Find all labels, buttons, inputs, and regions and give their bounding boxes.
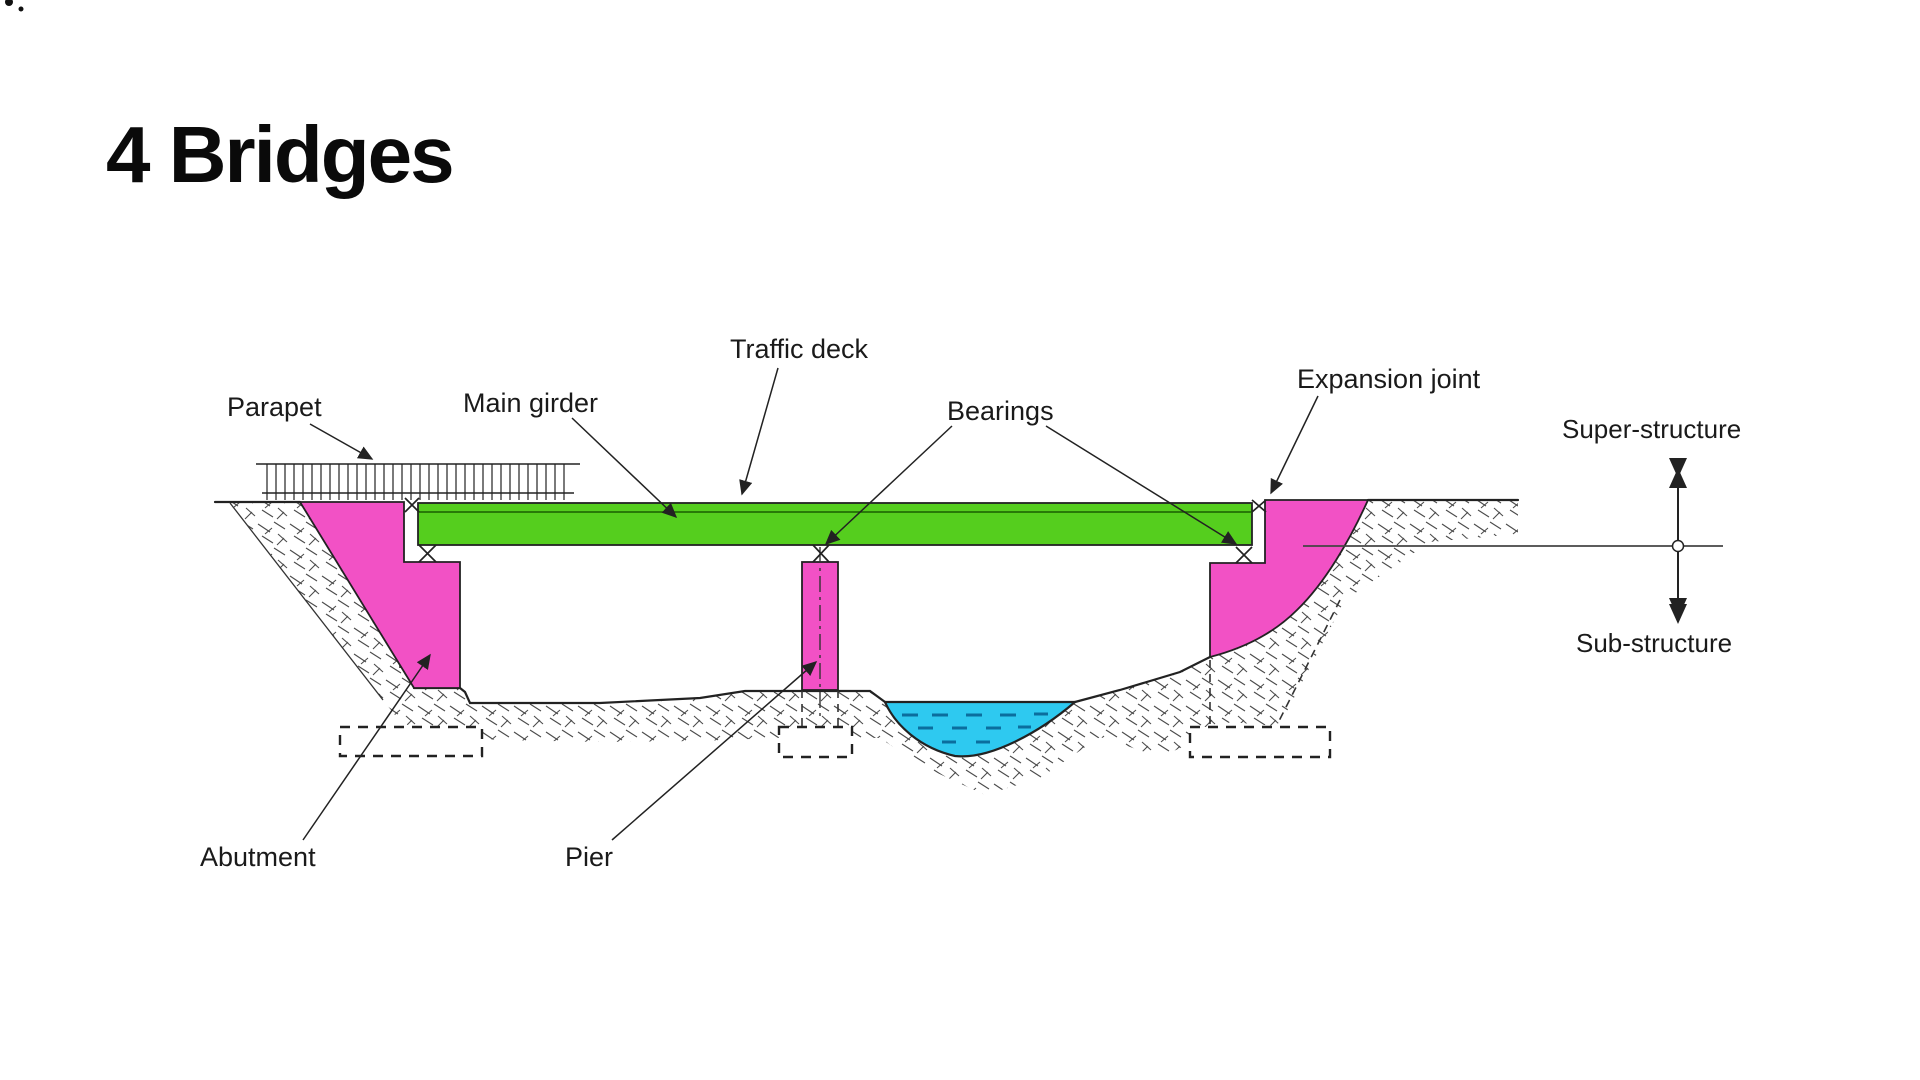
- bearings-leader-arrow-pier: [824, 425, 953, 546]
- label-main-girder: Main girder: [463, 388, 598, 418]
- ink-dot: [18, 6, 24, 12]
- label-super-structure: Super-structure: [1562, 414, 1741, 444]
- label-expansion-joint: Expansion joint: [1297, 364, 1481, 394]
- expansion-joint-leader-arrow: [1270, 395, 1319, 495]
- expansion-joint-symbol: [1251, 499, 1267, 513]
- label-parapet: Parapet: [227, 392, 322, 422]
- label-sub-structure: Sub-structure: [1576, 628, 1732, 658]
- ink-dot: [5, 0, 13, 6]
- label-pier: Pier: [565, 842, 613, 872]
- bearing-symbol-pier: [812, 544, 830, 563]
- traffic-deck-leader-arrow: [739, 367, 779, 496]
- page-title: 4 Bridges: [106, 110, 453, 199]
- label-traffic-deck: Traffic deck: [730, 334, 869, 364]
- valley-floor-right-line: [1073, 655, 1212, 704]
- ground-hatch: [230, 500, 1518, 795]
- water-ripple-dashes: [902, 712, 1048, 744]
- divider-origin-circle: [1671, 539, 1685, 553]
- slope-excavation-line: [229, 502, 384, 701]
- bearings-leader-arrow-abutment: [1045, 425, 1238, 545]
- label-abutment: Abutment: [200, 842, 316, 872]
- valley-floor-line: [412, 686, 887, 705]
- parapet-leader-arrow: [309, 423, 374, 460]
- main-girder-deck: [417, 502, 1253, 546]
- abutment-leader-arrow: [302, 653, 431, 841]
- river-bed-line: [883, 700, 1077, 758]
- pier-footing: [777, 725, 854, 759]
- parapet-railing: [256, 463, 580, 500]
- abutment-left: [298, 501, 461, 689]
- label-bearings: Bearings: [947, 396, 1054, 426]
- expansion-gap-symbol-left: [404, 497, 420, 513]
- abutment-right: [1209, 499, 1370, 659]
- bearing-symbol-left: [418, 544, 437, 563]
- main-girder-leader-arrow: [571, 417, 678, 519]
- pier-leader-arrow: [611, 661, 818, 841]
- bearing-symbol-right: [1235, 546, 1253, 564]
- excavation-dashed-line: [1276, 599, 1341, 726]
- abutment-footing-right: [1188, 725, 1332, 759]
- abutment-footing-left: [338, 725, 484, 758]
